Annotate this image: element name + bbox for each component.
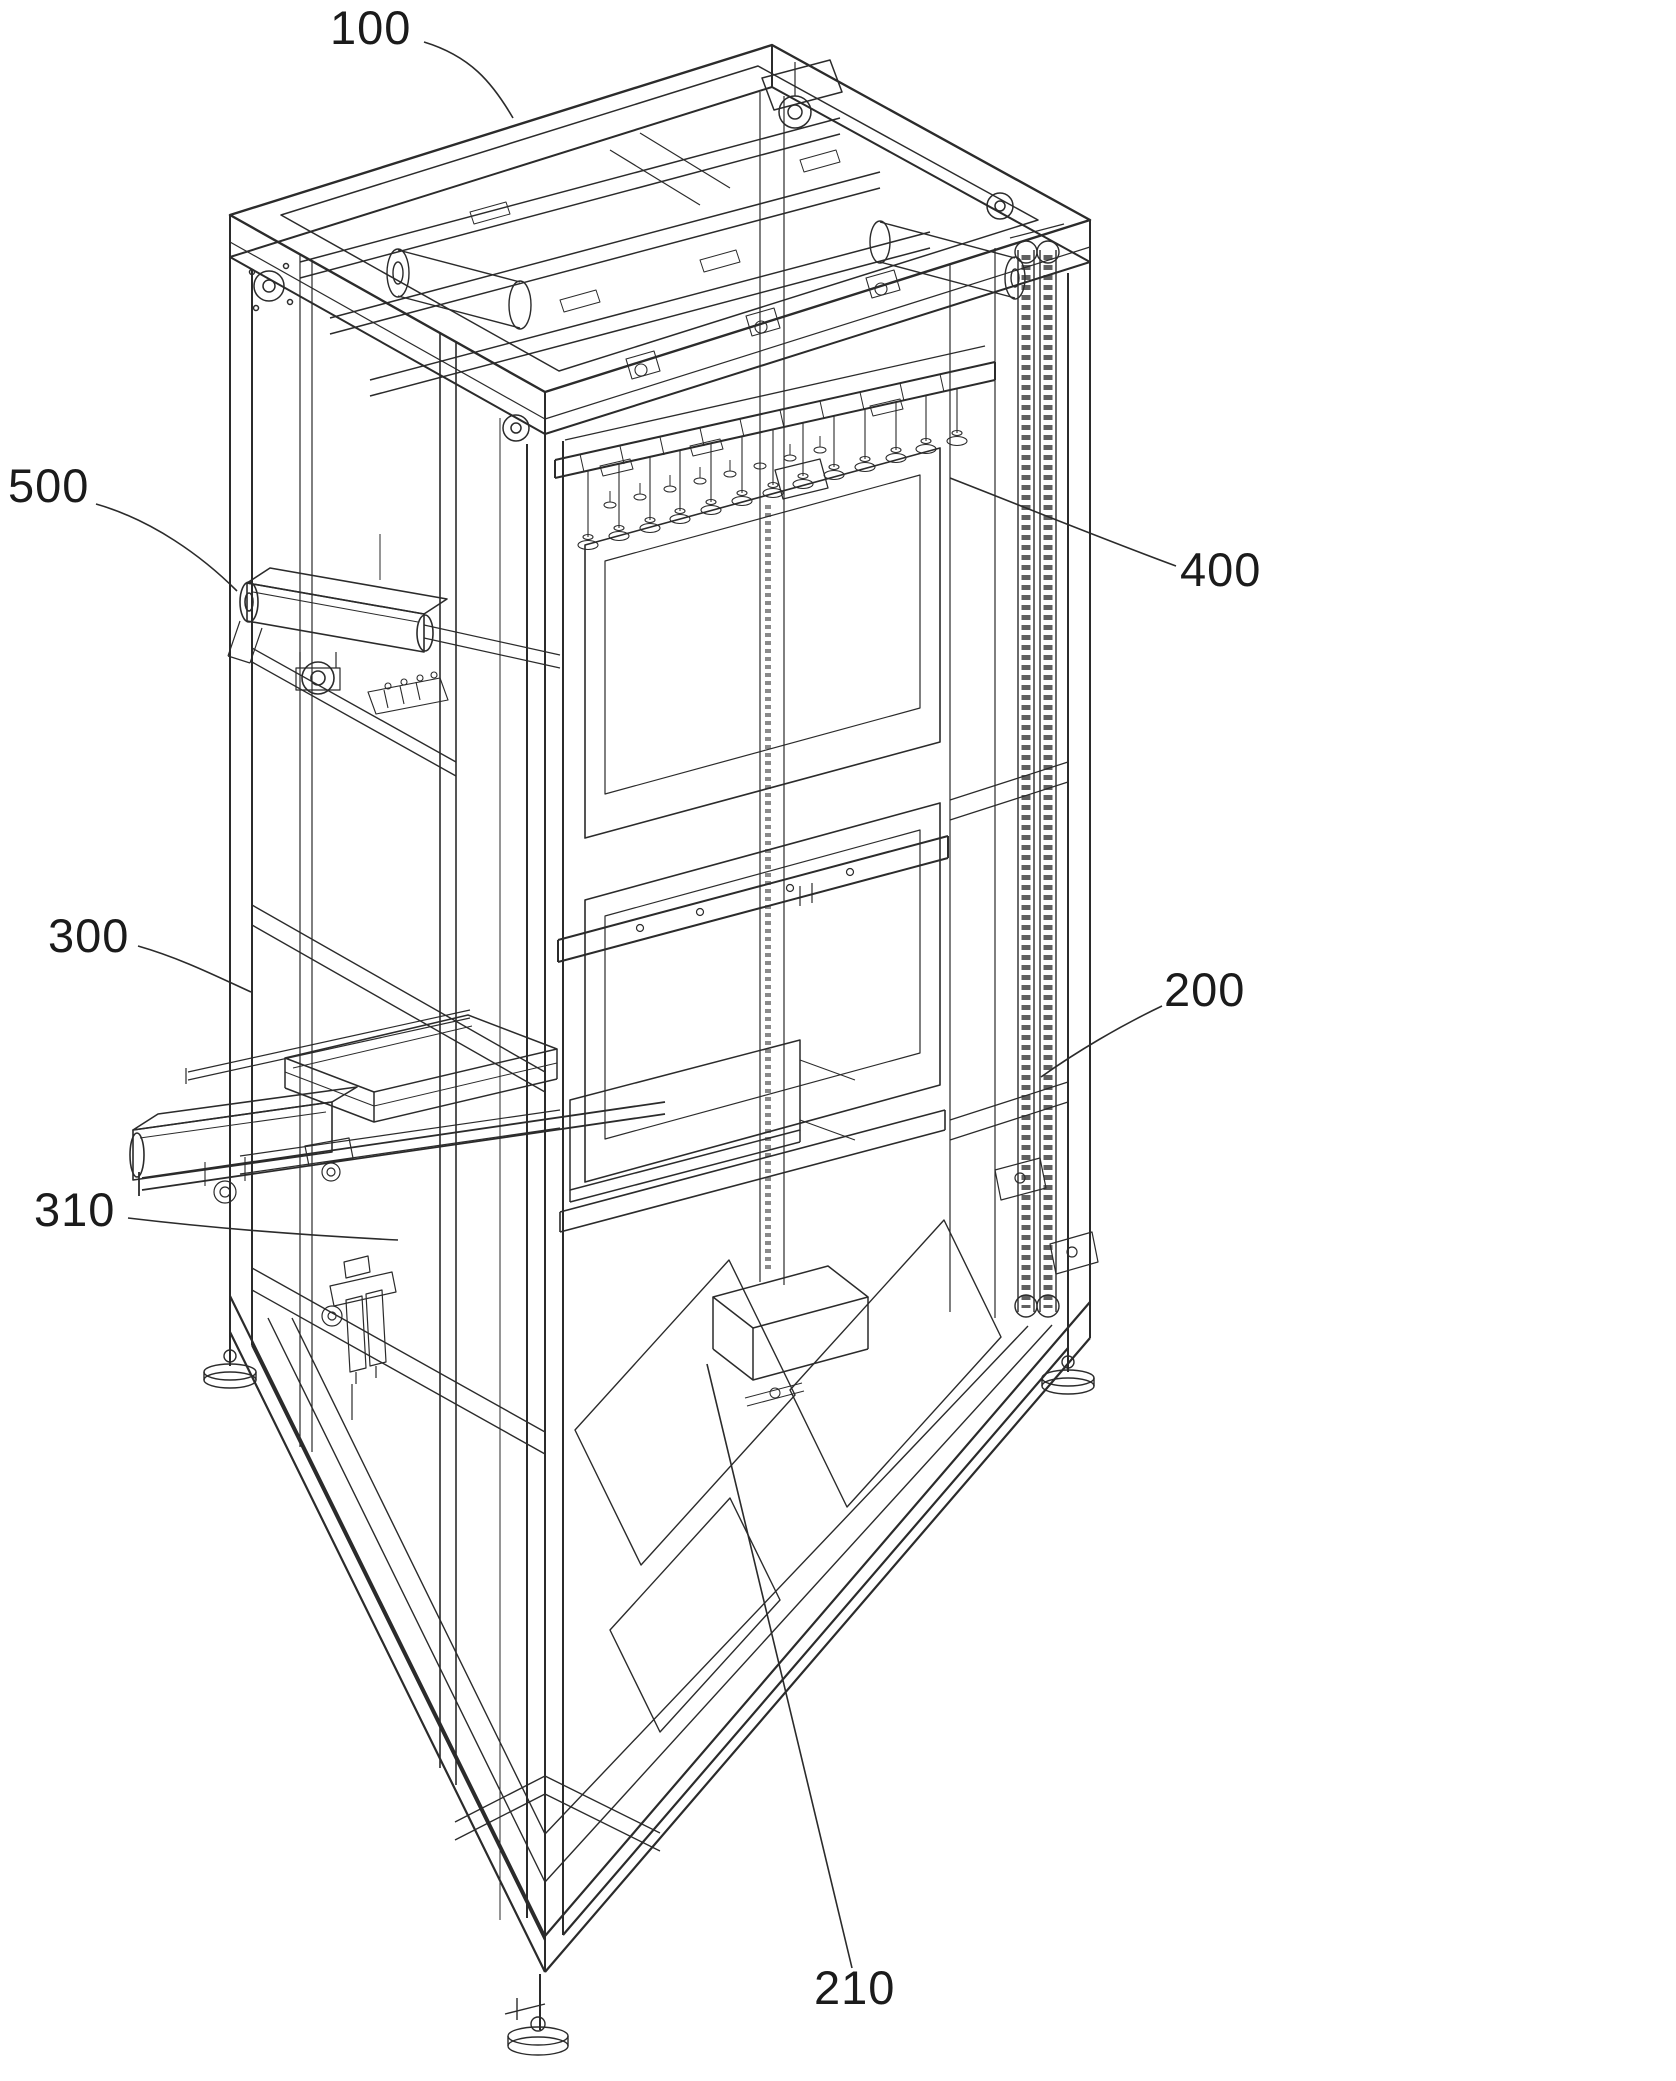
floor-box [712, 1265, 869, 1381]
mid-cross-beam [557, 835, 949, 963]
left-face-rails [251, 647, 546, 1455]
bearing-block-left [248, 262, 294, 312]
ref-label-500: 500 [8, 459, 90, 512]
leader-310 [127, 1217, 399, 1241]
ref-label-400: 400 [1180, 543, 1262, 596]
leader-210 [706, 1363, 853, 1969]
ref-label-210: 210 [814, 1961, 896, 2014]
leader-300 [137, 945, 252, 993]
leveling-foot-front [504, 1974, 569, 2056]
shelf-frames [584, 447, 941, 1183]
front-step-beams [454, 1775, 661, 1852]
ref-label-310: 310 [34, 1183, 116, 1236]
leader-100 [423, 41, 514, 119]
suction-cup-row [577, 388, 968, 551]
leveling-feet [203, 1332, 1095, 2056]
rail-hatch-ticks [579, 373, 945, 473]
leader-lines [95, 41, 1177, 1969]
bearing-block-front [502, 414, 530, 442]
lift-platform [569, 1039, 856, 1203]
leveling-foot-left [203, 1332, 257, 1389]
gripper-rail [554, 345, 996, 500]
drive-cylinder-left [386, 248, 532, 330]
conveyor-head-unit [129, 1086, 358, 1204]
leader-500 [95, 503, 238, 592]
chain-anchor [1049, 1231, 1099, 1275]
suction-cup-row-rear [603, 436, 827, 509]
ref-label-200: 200 [1164, 963, 1246, 1016]
floor-frame [267, 1109, 1053, 1883]
belt-conveyor-500 [227, 522, 561, 715]
valve-manifold [367, 671, 449, 715]
leader-400 [949, 477, 1177, 567]
ref-label-100: 100 [330, 1, 412, 54]
chain-drive-200 [765, 223, 1099, 1318]
plate-stack [284, 1014, 558, 1123]
top-motor [761, 59, 843, 129]
leveling-foot-right [1041, 1348, 1095, 1395]
edge-clamp-blocks [625, 269, 901, 380]
chain-tensioner [994, 1157, 1047, 1201]
base-frame [229, 1295, 1091, 1973]
top-machinery [248, 59, 1026, 442]
ref-label-300: 300 [48, 909, 130, 962]
vertical-posts [229, 92, 1091, 1972]
bearing-block-right [986, 192, 1014, 220]
top-frame [228, 43, 1092, 435]
floor-latch [744, 1382, 805, 1407]
guide-rail [185, 1009, 471, 1084]
drive-cylinder-right [869, 220, 1026, 300]
pneumatic-unit [321, 1255, 397, 1420]
leader-200 [1040, 1005, 1163, 1078]
outfeed-conveyor-310 [129, 1009, 666, 1204]
